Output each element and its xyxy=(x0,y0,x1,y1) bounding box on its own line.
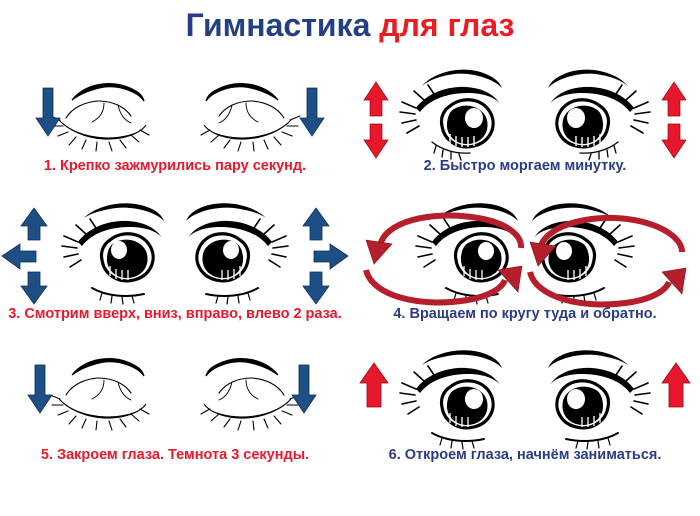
open-eyes-with-four-direction-arrows-icon xyxy=(0,196,350,306)
exercise-panel-5: 5. Закроем глаза. Темнота 3 секунды. xyxy=(0,345,350,493)
panel-2-caption: 2. Быстро моргаем минутку. xyxy=(423,158,627,174)
open-eyes-with-up-arrows-icon xyxy=(350,345,700,455)
open-eyes-with-circular-arrows-icon xyxy=(350,196,700,308)
panel-6-caption: 6. Откроем глаза, начнём заниматься. xyxy=(388,447,662,463)
open-eyes-with-up-down-arrows-icon xyxy=(350,56,700,166)
title-part-blue: Гимнастика xyxy=(185,7,371,43)
exercise-panel-4: 4. Вращаем по кругу туда и обратно. xyxy=(350,196,700,344)
exercise-panel-6: 6. Откроем глаза, начнём заниматься. xyxy=(350,345,700,493)
exercise-panel-2: 2. Быстро моргаем минутку. xyxy=(350,56,700,204)
exercise-panel-1: 1. Крепко зажмурились пару секунд. xyxy=(0,56,350,204)
panel-4-caption: 4. Вращаем по кругу туда и обратно. xyxy=(393,306,657,322)
title-part-red: для глаз xyxy=(379,7,515,43)
panel-5-caption: 5. Закроем глаза. Темнота 3 секунды. xyxy=(40,447,310,463)
closed-eyes-with-down-arrows-icon xyxy=(0,56,350,166)
panel-1-caption: 1. Крепко зажмурились пару секунд. xyxy=(43,158,307,174)
exercise-panel-3: 3. Смотрим вверх, вниз, вправо, влево 2 … xyxy=(0,196,350,344)
closed-eyes-with-down-arrows-icon xyxy=(0,345,350,455)
page-title: Гимнастика для глаз xyxy=(0,6,700,44)
panel-3-caption: 3. Смотрим вверх, вниз, вправо, влево 2 … xyxy=(8,306,342,322)
